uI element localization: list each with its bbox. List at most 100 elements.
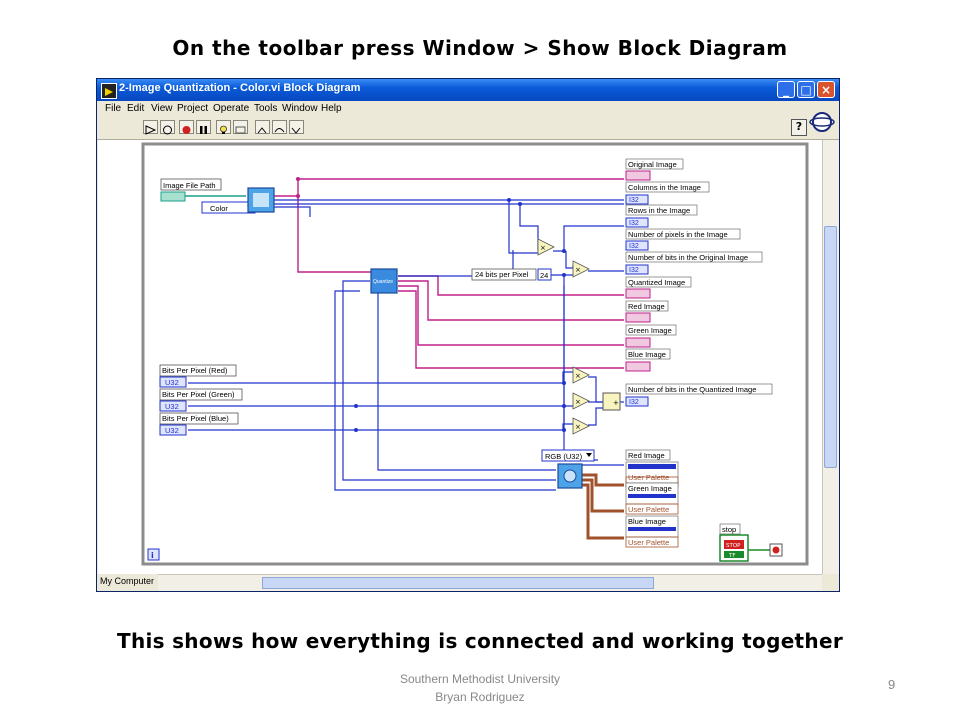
vertical-scroll-thumb[interactable]	[824, 226, 837, 468]
svg-text:i: i	[151, 551, 154, 560]
svg-text:U32: U32	[165, 378, 179, 387]
svg-text:STOP: STOP	[726, 543, 741, 549]
svg-text:Blue Image: Blue Image	[628, 517, 666, 526]
svg-text:Quantized Image: Quantized Image	[628, 278, 685, 287]
vertical-scrollbar[interactable]	[822, 140, 839, 574]
stop-terminal: stop STOP TF	[719, 523, 749, 562]
svg-text:Number of bits in the Quantize: Number of bits in the Quantized Image	[628, 385, 756, 394]
menu-tools[interactable]: Tools	[254, 103, 278, 114]
image-file-path-label: Image File Path	[163, 181, 216, 190]
svg-text:I32: I32	[629, 399, 639, 406]
run-continuously-icon[interactable]	[160, 120, 175, 135]
svg-text:User Palette: User Palette	[628, 505, 669, 514]
compound-add-node	[602, 392, 621, 411]
svg-text:Red Image: Red Image	[628, 302, 665, 311]
svg-text:Bits Per Pixel (Blue): Bits Per Pixel (Blue)	[162, 414, 229, 423]
svg-text:+: +	[613, 399, 619, 407]
labview-icon	[101, 83, 117, 99]
slide-footer: Southern Methodist University Bryan Rodr…	[330, 670, 630, 706]
svg-text:Number of bits in the Original: Number of bits in the Original Image	[628, 253, 748, 262]
svg-text:stop: stop	[722, 525, 736, 534]
green-blue-palette-indicators: Green Image User Palette Blue Image User…	[625, 482, 679, 548]
close-button[interactable]: ×	[817, 81, 835, 98]
bits-per-pixel-controls: Bits Per Pixel (Red) U32 Bits Per Pixel …	[159, 364, 243, 436]
svg-text:×: ×	[575, 372, 581, 380]
page-number: 9	[888, 677, 896, 692]
block-diagram-window: 2-Image Quantization - Color.vi Block Di…	[96, 78, 840, 592]
svg-text:Number of pixels in the Image: Number of pixels in the Image	[628, 230, 728, 239]
svg-text:User Palette: User Palette	[628, 538, 669, 547]
numeric-wires	[188, 199, 624, 491]
block-diagram: Image File Path Color Quantize	[141, 142, 809, 566]
run-arrow-icon[interactable]	[143, 120, 158, 135]
svg-text:U32: U32	[165, 426, 179, 435]
menu-bar: File Edit View Project Operate Tools Win…	[97, 101, 839, 117]
execution-target: My Computer	[100, 576, 155, 586]
svg-text:×: ×	[540, 244, 546, 252]
rgb-ring-constant: RGB (U32)	[541, 449, 595, 462]
step-into-icon[interactable]	[255, 120, 270, 134]
svg-text:User Palette: User Palette	[628, 473, 669, 482]
horizontal-scroll-thumb[interactable]	[262, 577, 654, 589]
svg-text:×: ×	[575, 423, 581, 431]
abort-icon[interactable]	[179, 120, 194, 134]
svg-text:Red Image: Red Image	[628, 451, 665, 460]
horizontal-scrollbar[interactable]	[158, 574, 822, 591]
window-title: 2-Image Quantization - Color.vi Block Di…	[119, 82, 361, 94]
svg-text:Blue Image: Blue Image	[628, 350, 666, 359]
indicator-terminals: Original Image Columns in the Image I32 …	[625, 158, 773, 407]
globe-icon	[809, 109, 835, 135]
menu-file[interactable]: File	[105, 103, 122, 114]
svg-text:U32: U32	[165, 402, 179, 411]
minimize-button[interactable]: _	[777, 81, 795, 98]
svg-text:×: ×	[575, 266, 581, 274]
window-title-bar[interactable]: 2-Image Quantization - Color.vi Block Di…	[97, 79, 839, 101]
step-out-icon[interactable]	[289, 120, 304, 134]
image-file-path-terminal: Image File Path	[160, 178, 222, 202]
block-diagram-canvas[interactable]: Image File Path Color Quantize	[98, 140, 822, 574]
menu-operate[interactable]: Operate	[213, 103, 250, 114]
svg-text:Bits Per Pixel (Green): Bits Per Pixel (Green)	[162, 390, 235, 399]
menu-window[interactable]: Window	[282, 103, 318, 114]
svg-text:RGB (U32): RGB (U32)	[545, 452, 583, 461]
quantize-label: Quantize	[373, 279, 393, 285]
wire-junctions	[354, 198, 566, 432]
palette-indicators: Red Image User Palette	[625, 449, 679, 488]
pause-icon[interactable]	[196, 120, 211, 134]
image-wires	[274, 178, 624, 369]
iteration-terminal	[147, 548, 160, 561]
step-over-icon[interactable]	[272, 120, 287, 134]
context-help-button[interactable]: ?	[791, 119, 807, 136]
svg-text:24: 24	[540, 271, 548, 280]
quantize-subvi	[370, 268, 398, 294]
svg-text:I32: I32	[629, 243, 639, 250]
svg-text:Rows in the Image: Rows in the Image	[628, 206, 690, 215]
svg-text:TF: TF	[728, 553, 736, 559]
svg-text:I32: I32	[629, 267, 639, 274]
picture-wires	[582, 473, 624, 540]
slide-title: On the toolbar press Window > Show Block…	[172, 36, 788, 60]
slide-caption: This shows how everything is connected a…	[117, 629, 843, 653]
menu-project[interactable]: Project	[177, 103, 209, 114]
svg-text:I32: I32	[629, 197, 639, 204]
retain-wire-values-icon[interactable]	[233, 120, 248, 134]
svg-text:×: ×	[575, 398, 581, 406]
svg-text:24 bits per Pixel: 24 bits per Pixel	[475, 270, 529, 279]
menu-view[interactable]: View	[151, 103, 173, 114]
footer-university: Southern Methodist University	[399, 672, 561, 686]
toolbar	[97, 117, 839, 140]
menu-help[interactable]: Help	[321, 103, 342, 114]
bits-per-pixel-constant: 24 bits per Pixel 24	[471, 268, 552, 281]
color-ring-label: Color	[210, 204, 228, 213]
color-ring-constant: Color	[201, 201, 256, 214]
maximize-button[interactable]: □	[797, 81, 815, 98]
footer-author: Bryan Rodriguez	[435, 690, 525, 704]
svg-text:Original Image: Original Image	[628, 160, 677, 169]
svg-text:Green Image: Green Image	[628, 484, 672, 493]
svg-text:I32: I32	[629, 220, 639, 227]
svg-text:Green Image: Green Image	[628, 326, 672, 335]
svg-text:Bits Per Pixel (Red): Bits Per Pixel (Red)	[162, 366, 228, 375]
menu-edit[interactable]: Edit	[127, 103, 145, 114]
while-loop-frame	[141, 142, 809, 566]
highlight-execution-icon[interactable]	[216, 120, 231, 134]
